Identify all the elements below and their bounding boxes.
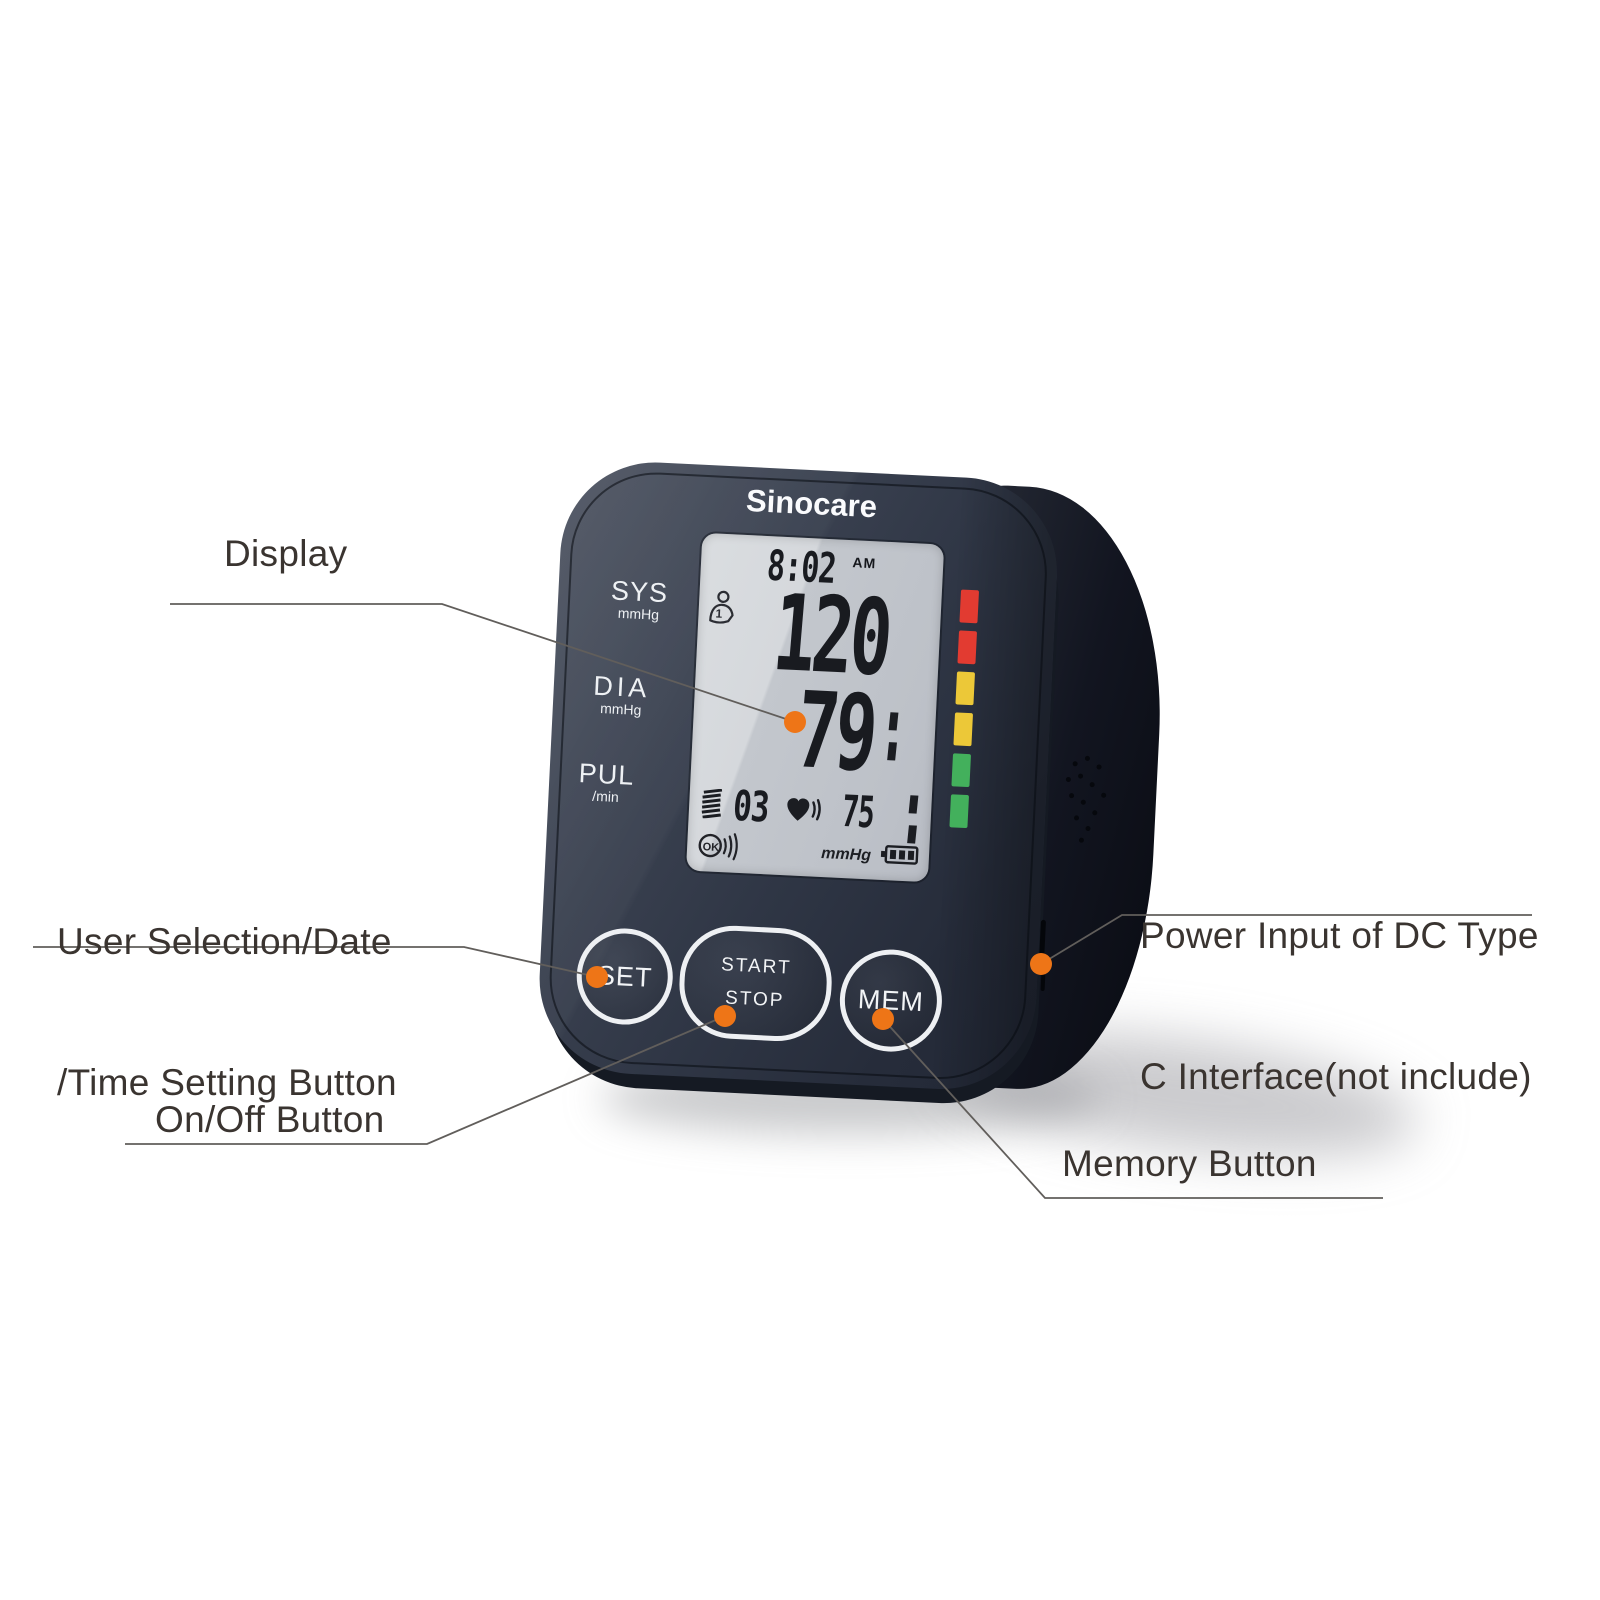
blood-pressure-monitor: Sinocare SYS mmHg DIA mmHg PUL /min 8:02… bbox=[535, 458, 1171, 1108]
user-setting-callout-label: User Selection/Date /Time Setting Button bbox=[57, 824, 397, 1200]
start-stop-divider bbox=[715, 979, 795, 988]
svg-text:OK: OK bbox=[702, 841, 719, 854]
dia-label: DIA bbox=[592, 670, 652, 704]
inactive-segments bbox=[887, 712, 899, 761]
stop-label: STOP bbox=[724, 987, 785, 1012]
svg-text:1: 1 bbox=[715, 607, 723, 621]
start-stop-button: START STOP bbox=[676, 923, 835, 1044]
risk-indicator-bar bbox=[949, 589, 980, 829]
meridiem-label: AM bbox=[852, 554, 877, 572]
on-off-callout-label: On/Off Button bbox=[155, 1099, 385, 1140]
units-row: mmHg bbox=[821, 840, 920, 872]
indicator-segment-yellow bbox=[955, 671, 976, 706]
lcd-display: 8:02 AM 1 120 79 bbox=[685, 532, 945, 883]
heart-pulse-icon bbox=[786, 795, 823, 825]
power-line-1: Power Input of DC Type bbox=[1140, 915, 1539, 956]
power-line-2: C Interface(not include) bbox=[1140, 1056, 1532, 1097]
user-icon: 1 bbox=[706, 589, 736, 629]
pul-label: PUL bbox=[578, 758, 636, 791]
brand-logo: Sinocare bbox=[745, 482, 878, 525]
pulse-value: 75 bbox=[840, 785, 877, 839]
indicator-segment-green bbox=[951, 753, 972, 788]
memory-button-label: MEM bbox=[857, 983, 925, 1017]
pul-unit: /min bbox=[591, 788, 620, 806]
start-label: START bbox=[720, 954, 793, 979]
indicator-segment-yellow bbox=[953, 712, 974, 747]
memory-pulse-row: 03 75 bbox=[698, 779, 877, 839]
set-button: SET bbox=[574, 926, 676, 1027]
usb-c-port-slot bbox=[1040, 973, 1046, 992]
user-setting-line-1: User Selection/Date bbox=[57, 921, 392, 962]
voice-ok-icon: OK bbox=[696, 829, 742, 868]
memory-button: MEM bbox=[837, 947, 945, 1054]
memory-callout-label: Memory Button bbox=[1062, 1143, 1317, 1184]
indicator-segment-red bbox=[959, 589, 980, 624]
sys-label: SYS bbox=[610, 575, 669, 609]
metric-pul: PUL /min bbox=[560, 758, 652, 807]
display-callout-label: Display bbox=[224, 533, 348, 574]
sys-unit: mmHg bbox=[617, 605, 660, 624]
diastolic-value: 79 bbox=[791, 668, 879, 796]
indicator-segment-green bbox=[949, 794, 970, 829]
mmhg-unit-label: mmHg bbox=[820, 844, 872, 864]
metric-dia: DIA mmHg bbox=[575, 671, 667, 720]
power-callout-label: Power Input of DC Type C Interface(not i… bbox=[1140, 818, 1539, 1194]
dia-unit: mmHg bbox=[599, 700, 642, 719]
set-button-label: SET bbox=[596, 959, 654, 993]
metric-sys: SYS mmHg bbox=[593, 575, 685, 625]
inactive-segments bbox=[907, 795, 919, 844]
memory-log-icon bbox=[698, 787, 726, 823]
memory-index-value: 03 bbox=[731, 781, 771, 832]
battery-icon bbox=[878, 843, 919, 872]
indicator-segment-red bbox=[957, 630, 978, 665]
device-front-face: Sinocare SYS mmHg DIA mmHg PUL /min 8:02… bbox=[535, 458, 1062, 1094]
